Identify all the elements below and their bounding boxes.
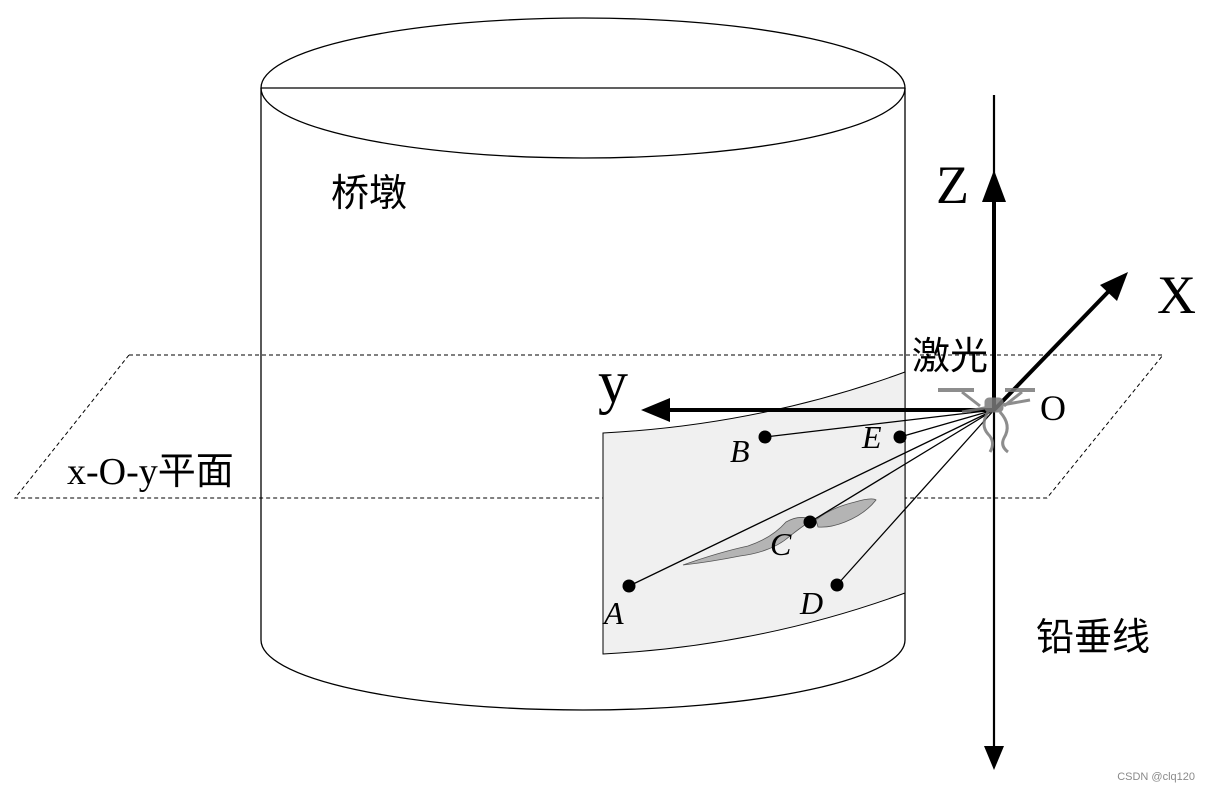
z-axis-label: Z	[936, 155, 969, 215]
x-axis-label: X	[1157, 265, 1196, 325]
point-d-label: D	[799, 585, 823, 621]
point-b-dot	[758, 430, 772, 444]
crack	[682, 498, 877, 566]
laser-line-d	[836, 409, 995, 586]
drone-icon	[938, 388, 1035, 454]
y-axis	[641, 398, 994, 422]
y-axis-arrowhead	[641, 398, 670, 422]
laser-label: 激光	[912, 336, 988, 378]
watermark: CSDN @clq120	[1117, 771, 1195, 783]
pier-bottom-arc	[260, 639, 906, 711]
laser-line-a	[628, 409, 995, 587]
point-c-label: C	[770, 526, 792, 562]
point-d-dot	[830, 578, 844, 592]
point-a-dot	[622, 579, 636, 593]
laser-line-e	[899, 409, 995, 438]
laser-lines	[628, 409, 995, 587]
point-e-label: E	[861, 419, 882, 455]
point-a-label: A	[602, 595, 624, 631]
point-b-label: B	[730, 433, 750, 469]
plumb-line-arrowhead	[984, 746, 1004, 770]
z-axis-arrowhead	[982, 170, 1006, 202]
plane-label: x-O-y平面	[67, 451, 234, 493]
xoy-plane	[13, 354, 1165, 499]
laser-line-b	[764, 409, 995, 438]
plumb-line-label: 铅垂线	[1036, 617, 1150, 659]
measurement-points	[622, 430, 907, 593]
point-e-dot	[893, 430, 907, 444]
z-axis	[982, 170, 1006, 410]
scan-patch	[602, 371, 906, 655]
point-c-dot	[803, 515, 817, 529]
bridge-pier-cylinder	[260, 17, 906, 711]
origin-label: O	[1040, 388, 1066, 428]
y-axis-label: y	[598, 349, 628, 415]
pier-label: 桥墩	[331, 173, 407, 215]
x-axis-arrowhead	[1100, 272, 1128, 301]
laser-line-c	[809, 409, 995, 523]
